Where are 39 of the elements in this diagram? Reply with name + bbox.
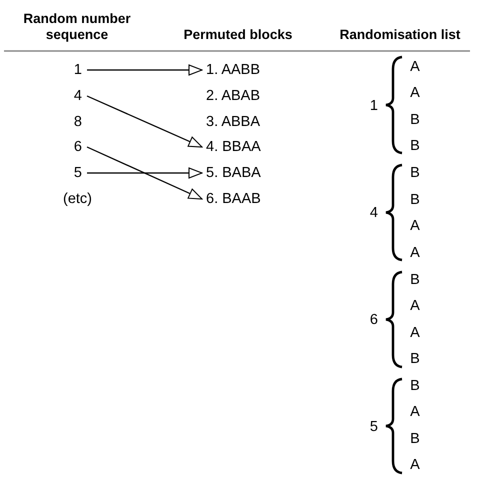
arrow [86,146,202,200]
block-label: 5. BABA [206,165,261,181]
treatment-letter: B [410,431,420,447]
arrow [87,64,202,76]
arrow [86,95,202,148]
treatment-letter: A [410,85,420,101]
block-label: 1. AABB [206,62,260,78]
treatment-letter: B [410,138,420,154]
block-label: 6. BAAB [206,191,261,207]
random-number: 6 [74,139,82,155]
treatment-letter: B [410,112,420,128]
treatment-letter: B [410,378,420,394]
treatment-letter: B [410,165,420,181]
random-number: 8 [74,114,82,130]
treatment-letter: A [410,325,420,341]
block-label: 3. ABBA [206,114,260,130]
treatment-letter: A [410,218,420,234]
treatment-letter: A [410,59,420,75]
arrow [87,168,202,178]
treatment-letter: A [410,298,420,314]
column-heading: Random number sequence [22,11,132,43]
treatment-letter: A [410,404,420,420]
treatment-letter: A [410,457,420,473]
treatment-letter: B [410,351,420,367]
etc-note: (etc) [63,191,92,207]
random-number: 5 [74,165,82,181]
random-number: 4 [74,88,82,104]
random-number: 1 [74,62,82,78]
treatment-letter: B [410,192,420,208]
column-heading: Randomisation list [340,27,460,43]
block-label: 4. BBAA [206,139,261,155]
block-number: 4 [370,205,378,221]
block-label: 2. ABAB [206,88,260,104]
block-number: 5 [370,419,378,435]
treatment-letter: B [410,272,420,288]
block-number: 1 [370,98,378,114]
block-number: 6 [370,312,378,328]
treatment-letter: A [410,245,420,261]
column-heading: Permuted blocks [184,27,292,43]
